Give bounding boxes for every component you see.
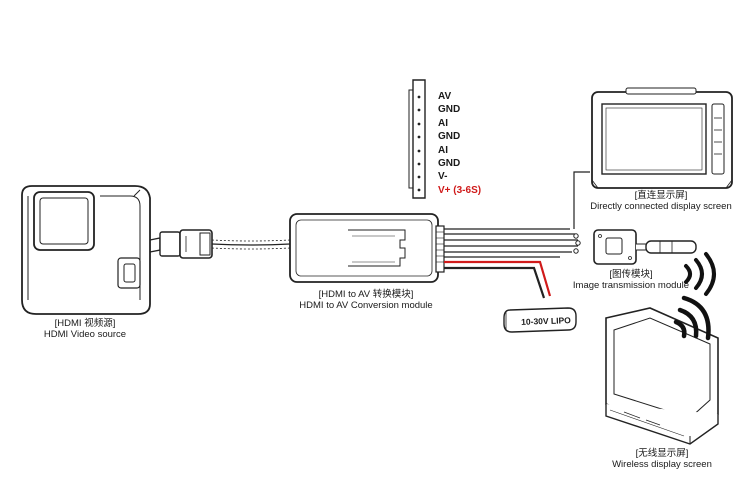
wireless-display-label: [无线显示屏] Wireless display screen [602,448,722,470]
conversion-module-label-en: HDMI to AV Conversion module [299,300,433,311]
pin-label-v-plus: V+ (3-6S) [438,184,482,196]
pin-label-av: AV [438,91,452,102]
transmission-module-label-cn: [图传模块] [609,269,653,280]
hdmi-cable [149,229,291,259]
wifi-signal-icon [684,252,716,296]
pin-label-ai: AI [438,144,448,156]
camera-illustration [21,185,151,315]
transmitter-illustration [593,229,697,265]
conversion-module-label: [HDMI to AV 转换模块] HDMI to AV Conversion … [280,289,452,311]
pin-header [408,79,426,199]
conversion-module [289,213,445,283]
lipo-battery-illustration [503,307,577,333]
pin-label-gnd: GND [438,157,461,169]
hdmi-source-label-cn: [HDMI 视频源] [54,318,116,329]
pin-label-gnd: GND [438,104,461,116]
conversion-module-label-cn: [HDMI to AV 转换模块] [318,289,414,300]
direct-display-label: [直连显示屏] Directly connected display scree… [586,190,736,212]
direct-display-label-en: Directly connected display screen [590,201,732,212]
hdmi-source-label-en: HDMI Video source [43,329,127,340]
transmission-module-label: [图传模块] Image transmission module [566,269,696,291]
pin-label-ai: AI [438,117,448,129]
direct-display-illustration [591,87,733,189]
pin-label-list: AV GND AI GND AI GND V- V+ (3-6S) [438,90,481,197]
wireless-display-label-cn: [无线显示屏] [635,448,689,459]
wireless-display-illustration [605,307,719,445]
wire-harness [444,171,590,299]
pin-label-gnd: GND [438,131,461,143]
wifi-signal-icon [673,295,711,341]
direct-display-label-cn: [直连显示屏] [634,190,688,201]
hdmi-source-label: [HDMI 视频源] HDMI Video source [22,318,148,340]
transmission-module-label-en: Image transmission module [572,280,690,291]
pin-label-v-minus: V- [438,171,448,183]
wireless-display-label-en: Wireless display screen [612,459,712,470]
